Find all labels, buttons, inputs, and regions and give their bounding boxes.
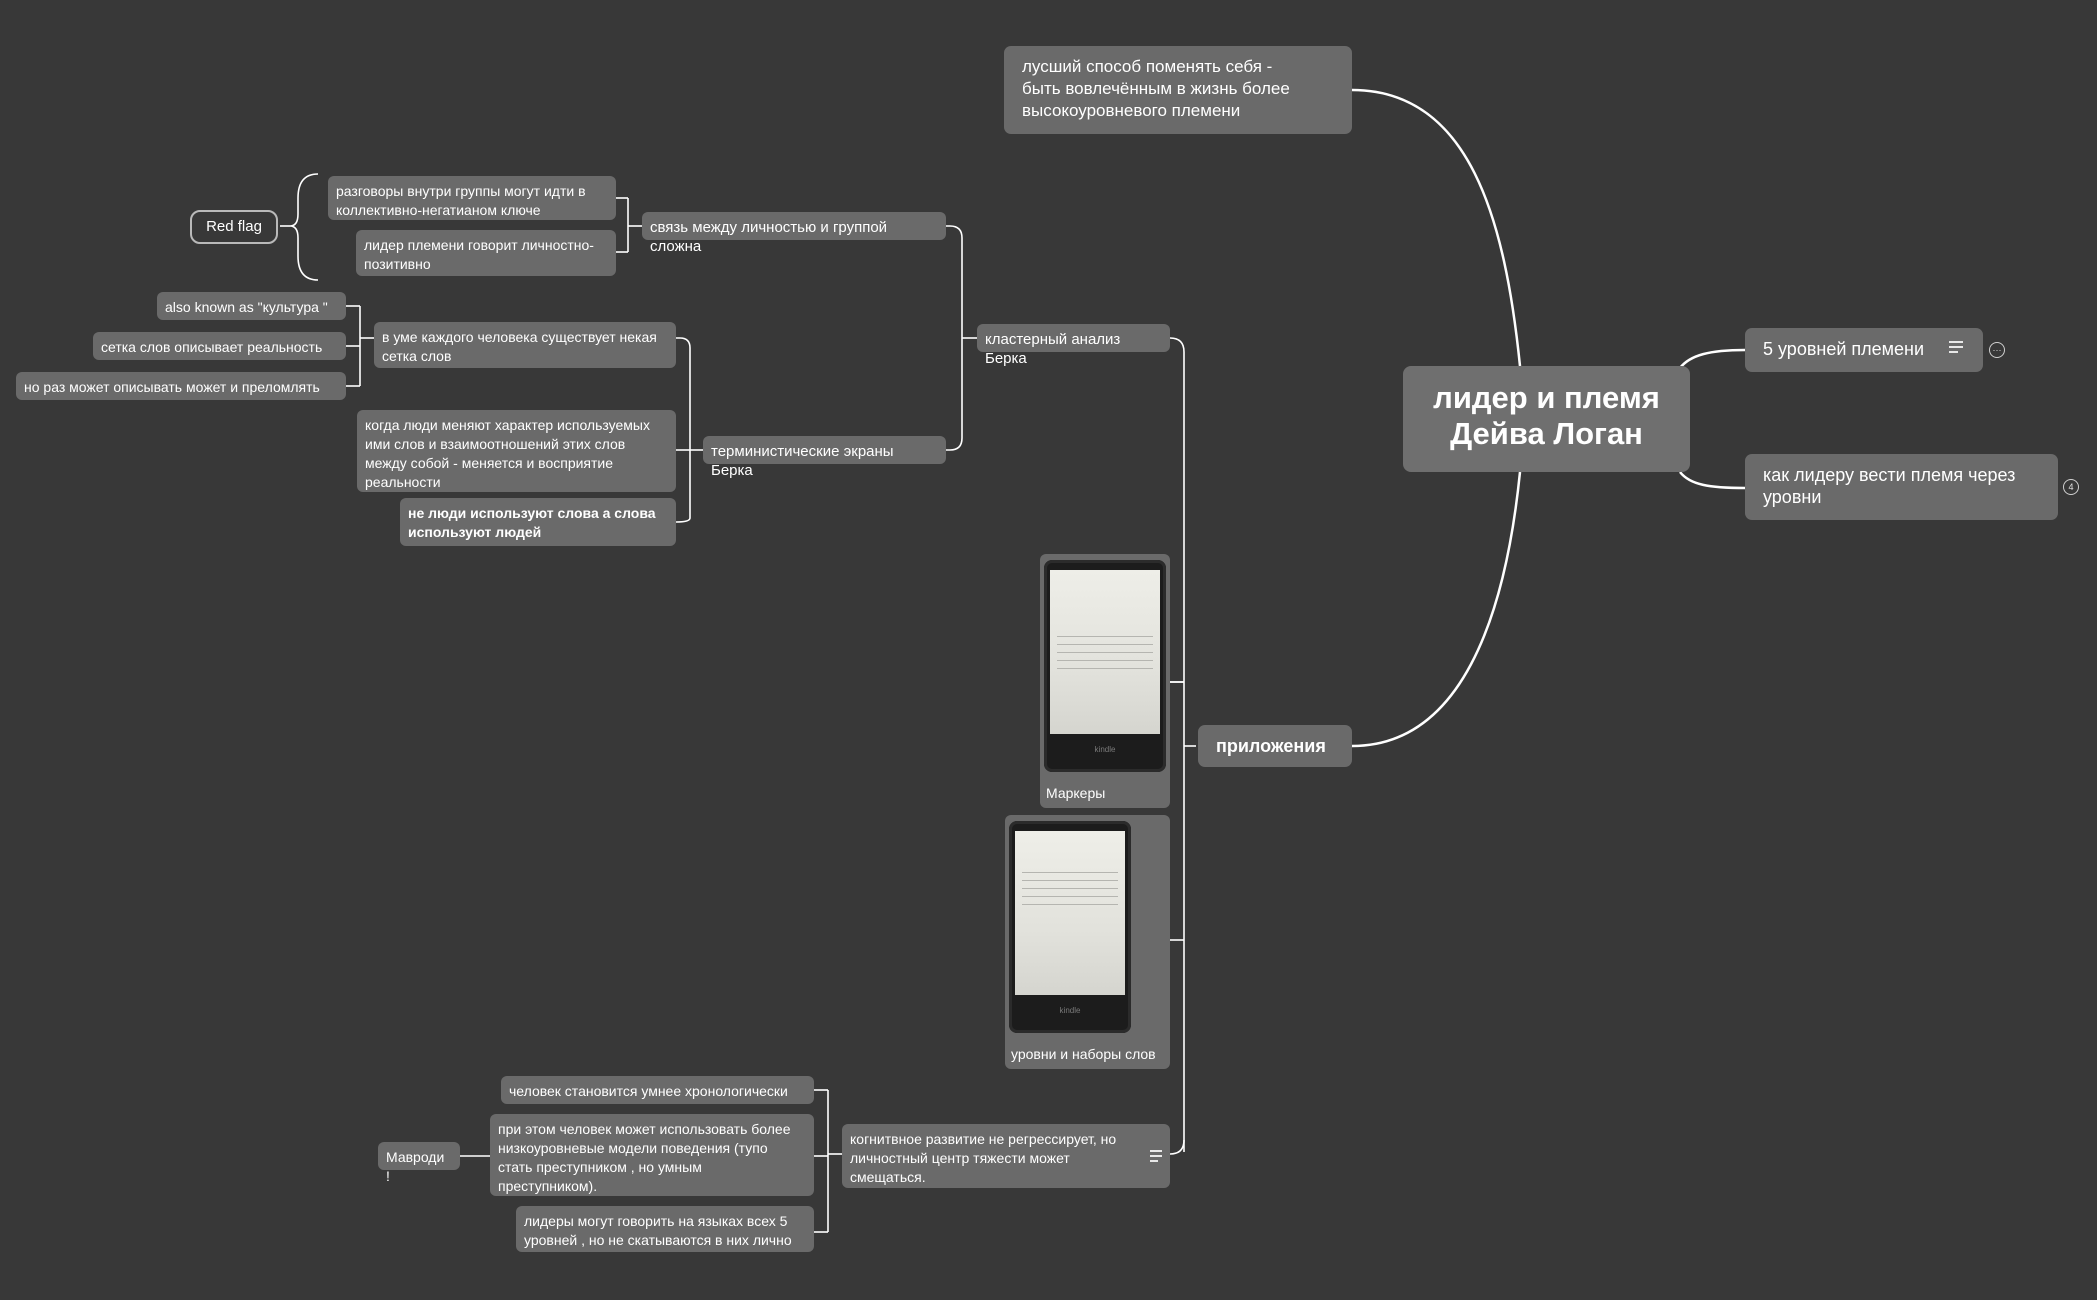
- branch-lead-tribe-label: как лидеру вести племя через уровни: [1763, 465, 2016, 507]
- image-markers[interactable]: kindle Маркеры: [1040, 554, 1170, 808]
- lower-models-line-4: преступником).: [498, 1178, 598, 1194]
- branch-appendices[interactable]: приложения: [1198, 725, 1352, 767]
- people-change-line-4: реальности: [365, 474, 441, 490]
- also-known-label: also known as "культура ": [165, 299, 328, 315]
- word-grid-line-1: в уме каждого человека существует некая: [382, 329, 657, 345]
- smarter-label: человек становится умнее хронологически: [509, 1083, 788, 1099]
- leaders-speak-line-1: лидеры могут говорить на языках всех 5: [524, 1213, 788, 1229]
- subtopic-word-grid[interactable]: в уме каждого человека существует некая …: [374, 322, 676, 368]
- words-use-people-line-2: используют людей: [408, 524, 542, 540]
- notes-icon: [1150, 1150, 1162, 1165]
- red-flag-label: Red flag: [206, 218, 262, 235]
- subtopic-group-talks[interactable]: разговоры внутри группы могут идти в кол…: [328, 176, 616, 220]
- root-topic[interactable]: лидер и племя Дейва Логан: [1403, 366, 1690, 472]
- person-group-link-label: связь между личностью и группой сложна: [650, 219, 888, 255]
- best-way-line-3: высокоуровневого племени: [1022, 101, 1241, 120]
- group-talks-line-2: коллективно-негатианом ключе: [336, 202, 541, 218]
- leader-speaks-line-2: позитивно: [364, 256, 431, 272]
- root-title-line-2: Дейва Логан: [1450, 416, 1643, 451]
- subtopic-words-use-people[interactable]: не люди используют слова а слова использ…: [400, 498, 676, 546]
- image-levels-word-sets[interactable]: kindle уровни и наборы слов: [1005, 815, 1170, 1069]
- leaf-can-refract[interactable]: но раз может описывать может и преломлят…: [16, 372, 346, 400]
- kindle-brand-text: kindle: [1094, 745, 1116, 754]
- more-options-icon[interactable]: ···: [1989, 342, 2005, 358]
- topic-cognitive-development[interactable]: когнитвное развитие не регрессирует, но …: [842, 1124, 1170, 1188]
- leaf-also-known[interactable]: also known as "культура ": [157, 292, 346, 320]
- leaf-grid-describes[interactable]: сетка слов описывает реальность: [93, 332, 346, 360]
- leader-speaks-line-1: лидер племени говорит личностно-: [364, 237, 594, 253]
- branch-best-way[interactable]: лусший способ поменять себя - быть вовле…: [1004, 46, 1352, 134]
- cognitive-line-1: когнитвное развитие не регрессирует, но: [850, 1131, 1117, 1147]
- word-grid-line-2: сетка слов: [382, 348, 452, 364]
- topic-person-group-link[interactable]: связь между личностью и группой сложна: [642, 212, 946, 255]
- branch-five-levels[interactable]: 5 уровней племени: [1745, 328, 1983, 372]
- branch-five-levels-label: 5 уровней племени: [1763, 339, 1925, 359]
- kindle-brand-text: kindle: [1059, 1006, 1081, 1015]
- notes-icon: [1949, 341, 1963, 356]
- topic-cluster-analysis[interactable]: кластерный анализ Берка: [977, 324, 1170, 367]
- branch-lead-tribe[interactable]: как лидеру вести племя через уровни: [1745, 454, 2058, 520]
- kindle-photo: kindle: [1044, 560, 1166, 772]
- lower-models-line-1: при этом человек может использовать боле…: [498, 1121, 791, 1137]
- people-change-line-2: ими слов и взаимоотношений этих слов: [365, 436, 626, 452]
- appendices-label: приложения: [1216, 736, 1326, 756]
- lower-models-line-2: низкоуровневые модели поведения (тупо: [498, 1140, 768, 1156]
- best-way-line-1: лусший способ поменять себя -: [1022, 57, 1273, 76]
- grid-describes-label: сетка слов описывает реальность: [101, 339, 323, 355]
- words-use-people-line-1: не люди используют слова а слова: [408, 505, 656, 521]
- best-way-line-2: быть вовлечённым в жизнь более: [1022, 79, 1290, 98]
- root-title-line-1: лидер и племя: [1433, 380, 1660, 415]
- image-markers-caption: Маркеры: [1046, 785, 1106, 801]
- group-talks-line-1: разговоры внутри группы могут идти в: [336, 183, 586, 199]
- leaf-smarter-chronologically[interactable]: человек становится умнее хронологически: [501, 1076, 814, 1104]
- leaders-speak-line-2: уровней , но не скатываются в них лично: [524, 1232, 792, 1248]
- leaf-mavrodi[interactable]: Мавроди !: [378, 1142, 460, 1184]
- subtopic-people-change-words[interactable]: когда люди меняют характер используемых …: [357, 410, 676, 492]
- leaf-leaders-speak-all-levels[interactable]: лидеры могут говорить на языках всех 5 у…: [516, 1206, 814, 1252]
- image-levels-caption: уровни и наборы слов: [1011, 1046, 1156, 1062]
- cognitive-line-3: смещаться.: [850, 1169, 926, 1185]
- topic-terministic-screens[interactable]: терминистические экраны Берка: [703, 436, 946, 479]
- lower-models-line-3: стать преступником , но умным: [498, 1159, 702, 1175]
- cognitive-line-2: личностный центр тяжести может: [850, 1150, 1070, 1166]
- leaf-lower-level-models[interactable]: при этом человек может использовать боле…: [490, 1114, 814, 1196]
- mavrodi-label: Мавроди !: [386, 1149, 445, 1184]
- red-flag-callout[interactable]: Red flag: [190, 210, 278, 244]
- collapsed-count-badge[interactable]: 4: [2063, 479, 2079, 495]
- subtopic-leader-speaks[interactable]: лидер племени говорит личностно- позитив…: [356, 230, 616, 276]
- kindle-photo: kindle: [1009, 821, 1131, 1033]
- can-refract-label: но раз может описывать может и преломлят…: [24, 379, 320, 395]
- cluster-analysis-label: кластерный анализ Берка: [985, 331, 1121, 367]
- people-change-line-3: между собой - меняется и восприятие: [365, 455, 614, 471]
- terministic-screens-label: терминистические экраны Берка: [711, 443, 894, 479]
- people-change-line-1: когда люди меняют характер используемых: [365, 417, 650, 433]
